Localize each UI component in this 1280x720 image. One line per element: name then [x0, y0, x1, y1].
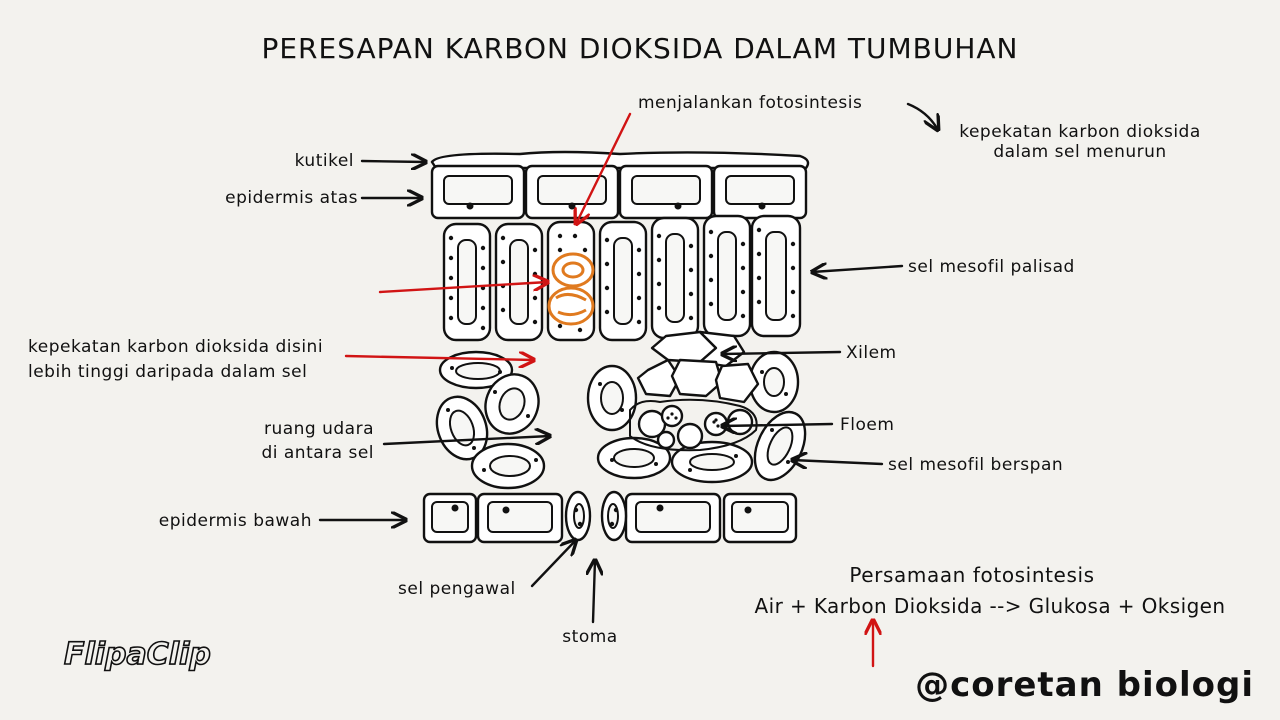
photosynthesis-to-concentration-arrow — [906, 102, 938, 130]
xylem-vessels — [636, 330, 760, 404]
spongy-label: sel mesofil berspan — [888, 455, 1063, 475]
guard-cell-arrow — [530, 540, 576, 588]
leaf-tissue — [422, 150, 810, 544]
concentration-higher-label-line2: lebih tinggi daripada dalam sel — [28, 362, 307, 382]
stoma-label: stoma — [562, 627, 617, 647]
spongy-cells-left — [435, 350, 546, 490]
flipaclip-watermark: FlipaClip — [64, 637, 211, 672]
cuticle-layer — [430, 150, 810, 170]
stoma-arrow — [593, 560, 595, 624]
cuticle-label: kutikel — [295, 151, 354, 171]
co2-entry-arrow-palisade — [378, 282, 548, 294]
upper-epidermis-cells — [430, 164, 808, 220]
concentration-decrease-label-line1: kepekatan karbon dioksida — [959, 122, 1201, 142]
concentration-decrease-label-line2: dalam sel menurun — [993, 142, 1166, 162]
photosynthesis-label: menjalankan fotosintesis — [638, 93, 862, 113]
highlighted-chloroplasts — [547, 252, 595, 326]
author-credit: @coretan biologi — [915, 665, 1254, 705]
palisade-arrow — [812, 266, 904, 272]
lower-epidermis-label: epidermis bawah — [159, 511, 312, 531]
equation-heading: Persamaan fotosintesis — [849, 563, 1094, 587]
upper-epidermis-label: epidermis atas — [225, 188, 358, 208]
air-space-label-line1: ruang udara — [264, 419, 374, 439]
diagram-title: PERESAPAN KARBON DIOKSIDA DALAM TUMBUHAN — [261, 32, 1018, 65]
photosynthesis-arrow — [576, 112, 632, 224]
xylem-label: Xilem — [846, 343, 897, 363]
spongy-arrow — [792, 460, 884, 464]
phloem-label: Floem — [840, 415, 894, 435]
co2-entry-arrow-air-space — [344, 356, 534, 360]
lower-epidermis-cells — [422, 492, 798, 544]
air-space-arrow — [382, 436, 550, 446]
xylem-arrow — [722, 352, 842, 354]
concentration-higher-label-line1: kepekatan karbon dioksida disini — [28, 337, 323, 357]
photosynthesis-equation: Air + Karbon Dioksida --> Glukosa + Oksi… — [755, 594, 1226, 618]
vascular-bundle — [586, 330, 807, 484]
phloem-arrow — [722, 424, 834, 426]
palisade-label: sel mesofil palisad — [908, 257, 1075, 277]
guard-cells — [564, 490, 628, 542]
air-space-label-line2: di antara sel — [261, 443, 374, 463]
cuticle-arrow — [360, 161, 426, 162]
guard-cell-label: sel pengawal — [398, 579, 516, 599]
palisade-cells — [442, 214, 802, 342]
